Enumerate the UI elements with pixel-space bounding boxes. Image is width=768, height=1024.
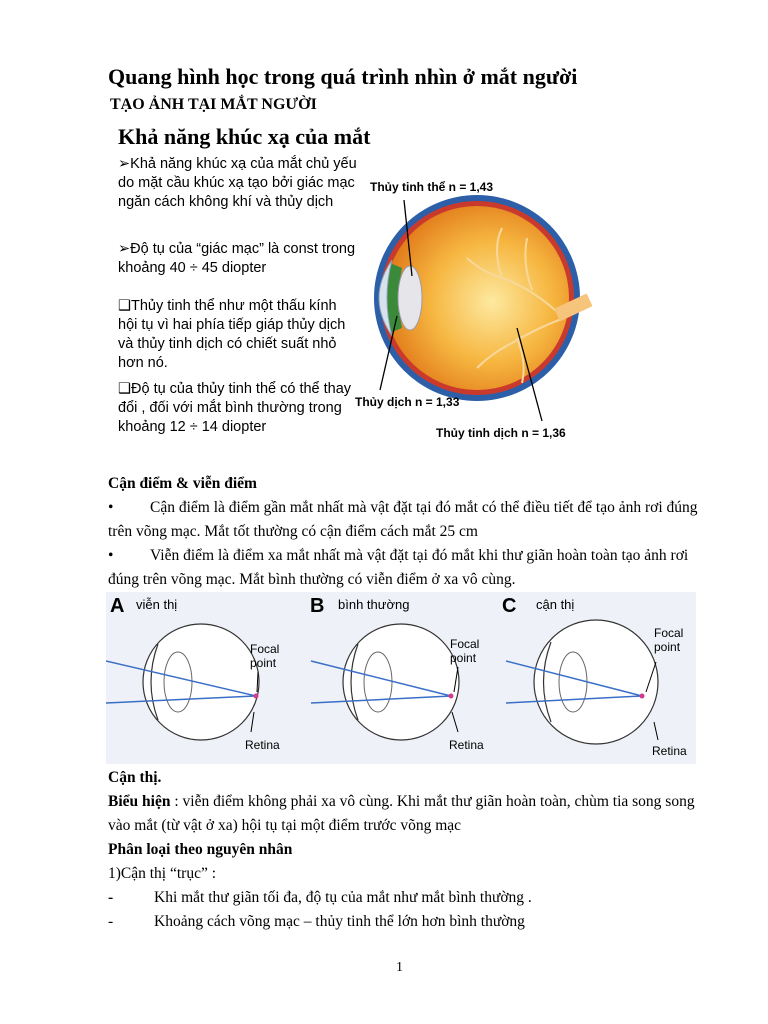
bullet-text: Độ tụ của “giác mạc” là const trong khoả…: [118, 241, 356, 276]
bullet-dot: •: [108, 547, 114, 564]
document-title: Quang hình học trong quá trình nhìn ở mắ…: [108, 64, 578, 89]
panel-b-letter: B: [310, 595, 325, 617]
panel-b-caption: bình thường: [338, 597, 410, 612]
dash-marker: -: [108, 889, 114, 906]
panel-a-caption: viễn thị: [136, 597, 178, 612]
panel-c-letter: C: [502, 595, 517, 617]
bullet-dot: •: [108, 499, 114, 516]
vitreous-index-label: Thủy tinh dịch n = 1,36: [436, 426, 566, 440]
axial-myopia-heading: 1)Cận thị “trục” :: [108, 865, 217, 882]
vitreous-leader-line: [516, 327, 543, 422]
arrow-bullet-icon: ➢: [118, 156, 131, 172]
bullet-cornea: ➢Khả năng khúc xạ của mắt chủ yếu do mặt…: [118, 155, 358, 212]
near-far-heading: Cận điểm & viễn điểm: [108, 475, 257, 492]
axial-item-text: Khoảng cách võng mạc – thủy tinh thể lớn…: [154, 913, 525, 930]
bullet-text: Thủy tinh thể như một thấu kính hội tụ v…: [118, 298, 346, 371]
bullet-text: Khả năng khúc xạ của mắt chủ yếu do mặt …: [118, 156, 357, 210]
document-subtitle: TẠO ẢNH TẠI MẮT NGƯỜI: [110, 96, 317, 113]
optic-nerve-shape: [554, 293, 592, 322]
panel-hyperopia-eye: [106, 623, 260, 741]
bullet-cornea-power: ➢Độ tụ của “giác mạc” là const trong kho…: [118, 240, 358, 278]
bullet-text: Độ tụ của thủy tinh thể có thể thay đổi …: [118, 381, 352, 435]
lens-leader-line: [403, 199, 413, 277]
aqueous-leader-line: [379, 315, 398, 391]
far-point-paragraph: •Viễn điểm là điểm xa mắt nhất mà vật đặ…: [108, 544, 708, 592]
bullet-lens-power: ❑Độ tụ của thủy tinh thể có thể thay đổi…: [118, 380, 358, 437]
panel-a-letter: A: [110, 595, 125, 617]
lens-index-label: Thủy tinh thể n = 1,43: [370, 180, 494, 194]
section-heading: Khả năng khúc xạ của mắt: [118, 124, 371, 149]
far-point-text: Viễn điểm là điểm xa mắt nhất mà vật đặt…: [108, 547, 689, 588]
panel-c-caption: cận thị: [536, 597, 575, 612]
panel-normal-eye: [310, 623, 460, 741]
dash-marker: -: [108, 913, 114, 930]
bullet-lens: ❑Thủy tinh thể như một thấu kính hội tụ …: [118, 297, 358, 373]
symptom-label: Biểu hiện: [108, 793, 171, 810]
panel-a-retina-label: Retina: [245, 738, 280, 752]
square-bullet-icon: ❑: [118, 381, 131, 397]
lens-shape: [397, 265, 423, 331]
near-point-paragraph: •Cận điểm là điểm gần mắt nhất mà vật đặ…: [108, 496, 708, 544]
symptom-text: : viễn điểm không phải xa vô cùng. Khi m…: [108, 793, 695, 834]
myopia-symptom-paragraph: Biểu hiện : viễn điểm không phải xa vô c…: [108, 790, 708, 838]
panel-c-retina-label: Retina: [652, 744, 687, 758]
myopia-heading: Cận thị.: [108, 769, 162, 786]
focus-comparison-figure: [106, 592, 696, 764]
vitreous-body-shape: [385, 206, 569, 390]
classification-heading: Phân loại theo nguyên nhân: [108, 841, 293, 858]
panel-b-retina-label: Retina: [449, 738, 484, 752]
arrow-bullet-icon: ➢: [118, 241, 131, 257]
square-bullet-icon: ❑: [118, 298, 131, 314]
near-point-text: Cận điểm là điểm gần mắt nhất mà vật đặt…: [108, 499, 698, 540]
axial-item: - Khoảng cách võng mạc – thủy tinh thể lớ…: [108, 910, 708, 934]
axial-item-text: Khi mắt thư giãn tối đa, độ tụ của mắt n…: [154, 889, 532, 906]
axial-item: - Khi mắt thư giãn tối đa, độ tụ của mắt …: [108, 886, 708, 910]
eye-cross-section-diagram: [374, 195, 592, 422]
panel-myopia-eye: [505, 619, 659, 745]
iris-shape: [385, 263, 402, 333]
page-number: 1: [396, 960, 403, 975]
aqueous-index-label: Thủy dịch n = 1,33: [355, 395, 460, 409]
retinal-vessels: [466, 227, 565, 384]
